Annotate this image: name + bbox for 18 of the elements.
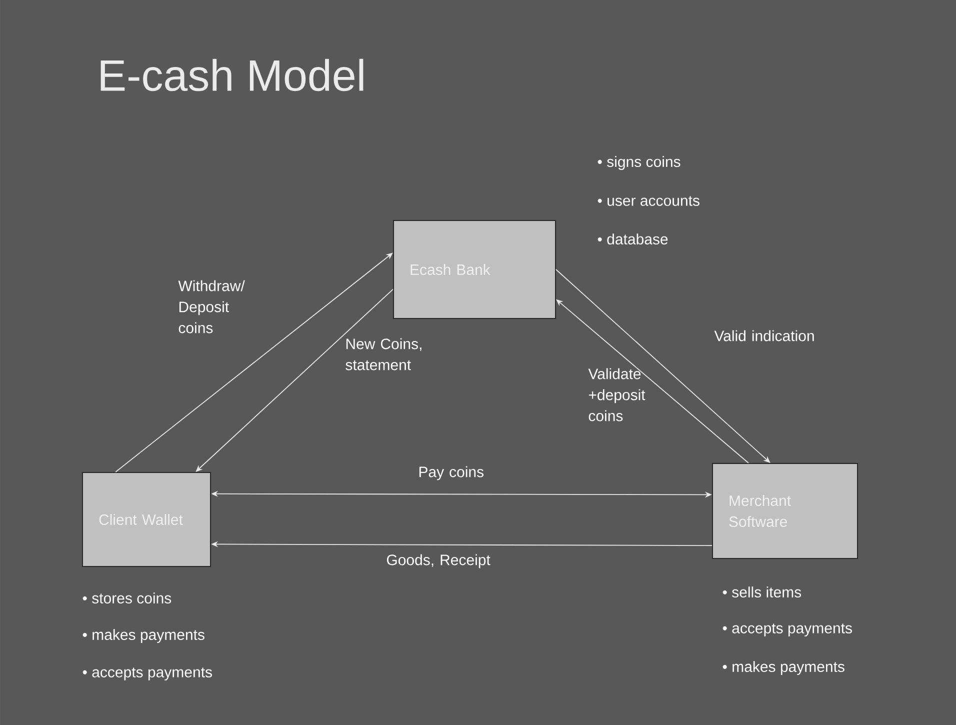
bullet-text: • accepts payments — [82, 668, 212, 680]
bullet-text: • signs coins — [598, 156, 680, 170]
edge-label: New Coins, statement — [346, 338, 422, 370]
edge-label: Pay coins — [419, 466, 484, 480]
edge-label: Valid indication — [714, 330, 814, 342]
edge-label: Validate +deposit coins — [588, 368, 646, 422]
bullet-text: • accepts payments — [722, 624, 852, 636]
bullet-text: • makes payments — [722, 661, 844, 675]
edge-label: Goods, Receipt — [386, 554, 490, 568]
bullet-text: • makes payments — [82, 629, 204, 643]
edge-label: Withdraw/ Deposit coins — [178, 280, 245, 334]
title: E-cash Model — [100, 58, 364, 92]
arrow — [196, 288, 394, 472]
bullet-text: • stores coins — [82, 592, 172, 604]
bullet-text: • user accounts — [598, 196, 700, 206]
bullet-text: • sells items — [722, 586, 802, 598]
bullet-text: • database — [598, 234, 668, 244]
arrow — [115, 252, 393, 472]
